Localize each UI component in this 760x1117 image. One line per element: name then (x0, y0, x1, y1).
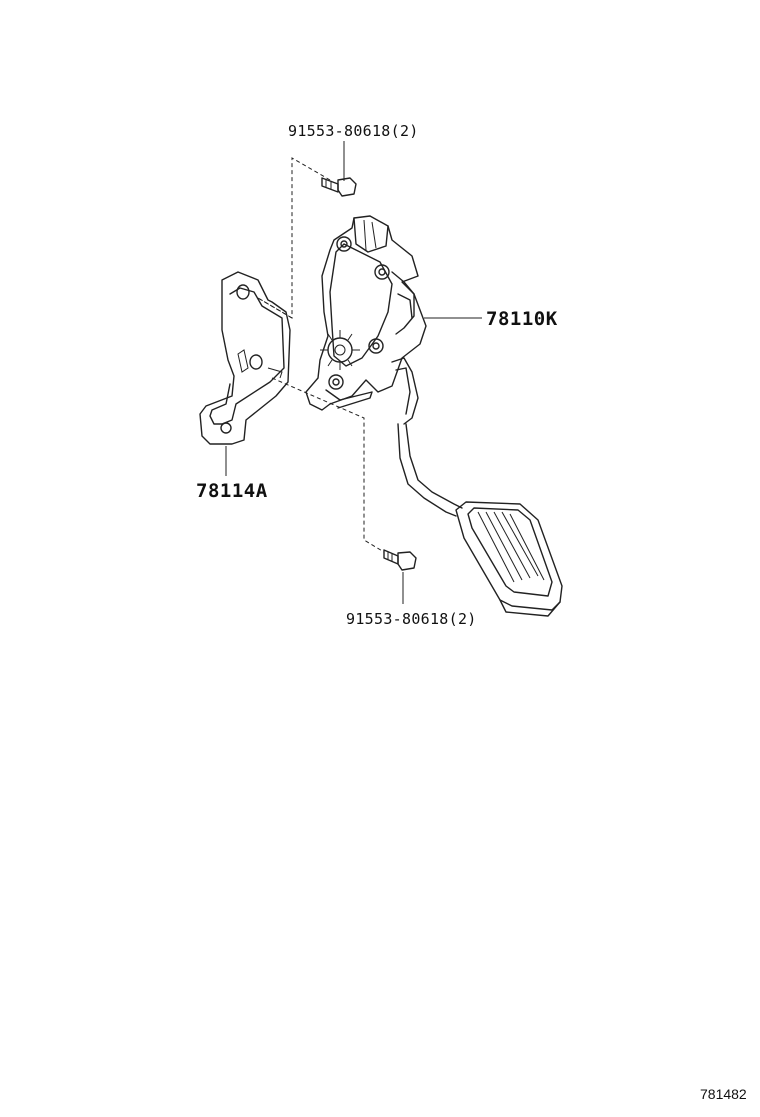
illustration-id: 781482 (700, 1086, 747, 1102)
bottom-bolt-drawing (383, 549, 417, 604)
bolt-top-label: 91553-80618(2) (288, 122, 419, 140)
assembly-lines (257, 157, 385, 553)
bolt-bottom-label: 91553-80618(2) (346, 610, 477, 628)
pedal-assembly-label: 78110K (486, 308, 558, 330)
bracket-label: 78114A (196, 480, 268, 502)
top-bolt-drawing (321, 141, 357, 197)
bracket-drawing (199, 271, 291, 476)
pedal-assembly-drawing (305, 215, 563, 617)
